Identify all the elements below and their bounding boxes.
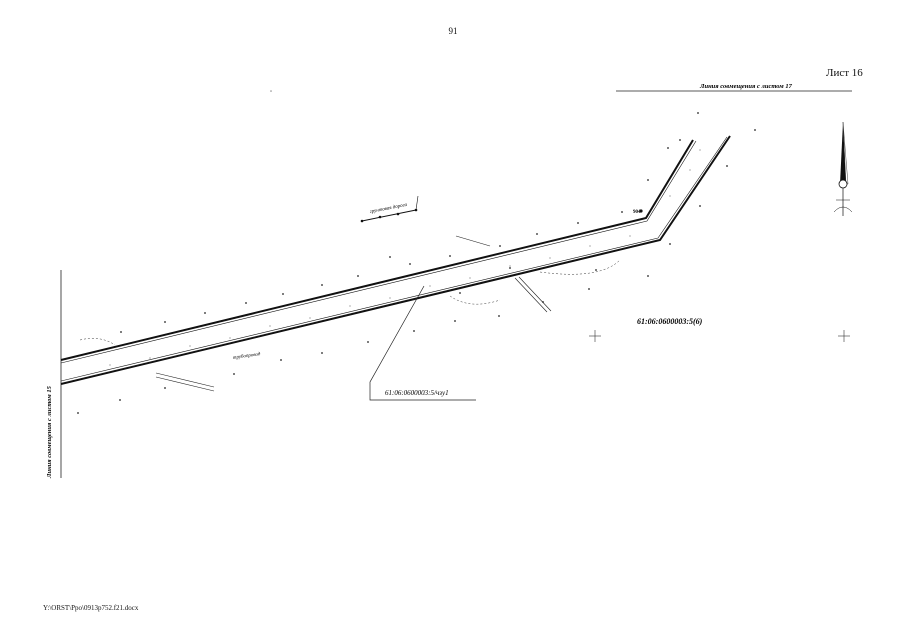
road-edge-upper-inner [60, 140, 697, 364]
page-number: 91 [448, 26, 458, 36]
road-surface-hatch [109, 149, 701, 366]
parcel-main-label: 61:06:0600003:5(6) [637, 317, 703, 326]
pipeline-tags [155, 235, 552, 392]
footer-file-path: Y:\ORST\Ppo\0913p752.f21.docx [43, 604, 139, 612]
parcel-callout [369, 285, 476, 401]
road-edge-lower-inner [60, 136, 728, 382]
utility-curves [79, 259, 621, 346]
spot-heights [77, 112, 756, 414]
survey-point-904 [639, 209, 643, 213]
north-arrow-icon [833, 121, 853, 216]
pipeline-label: трубопровод [233, 352, 262, 361]
road-edge-lower [60, 135, 731, 385]
parcel-sub-label: 61:06:0600003:5/чзу1 [385, 389, 449, 397]
sheet-label: Лист 16 [826, 67, 863, 79]
grid-crosses [589, 330, 850, 342]
dirt-road: грунтовая дорога [360, 195, 419, 223]
match-line-left-label: Линия совмещения с листом 15 [46, 385, 53, 479]
road-edge-upper [60, 139, 694, 361]
stray-mark: ˇ [270, 91, 272, 97]
match-line-top-label: Линия совмещения с листом 17 [699, 83, 793, 90]
survey-point-904-label: 904 [633, 210, 641, 215]
